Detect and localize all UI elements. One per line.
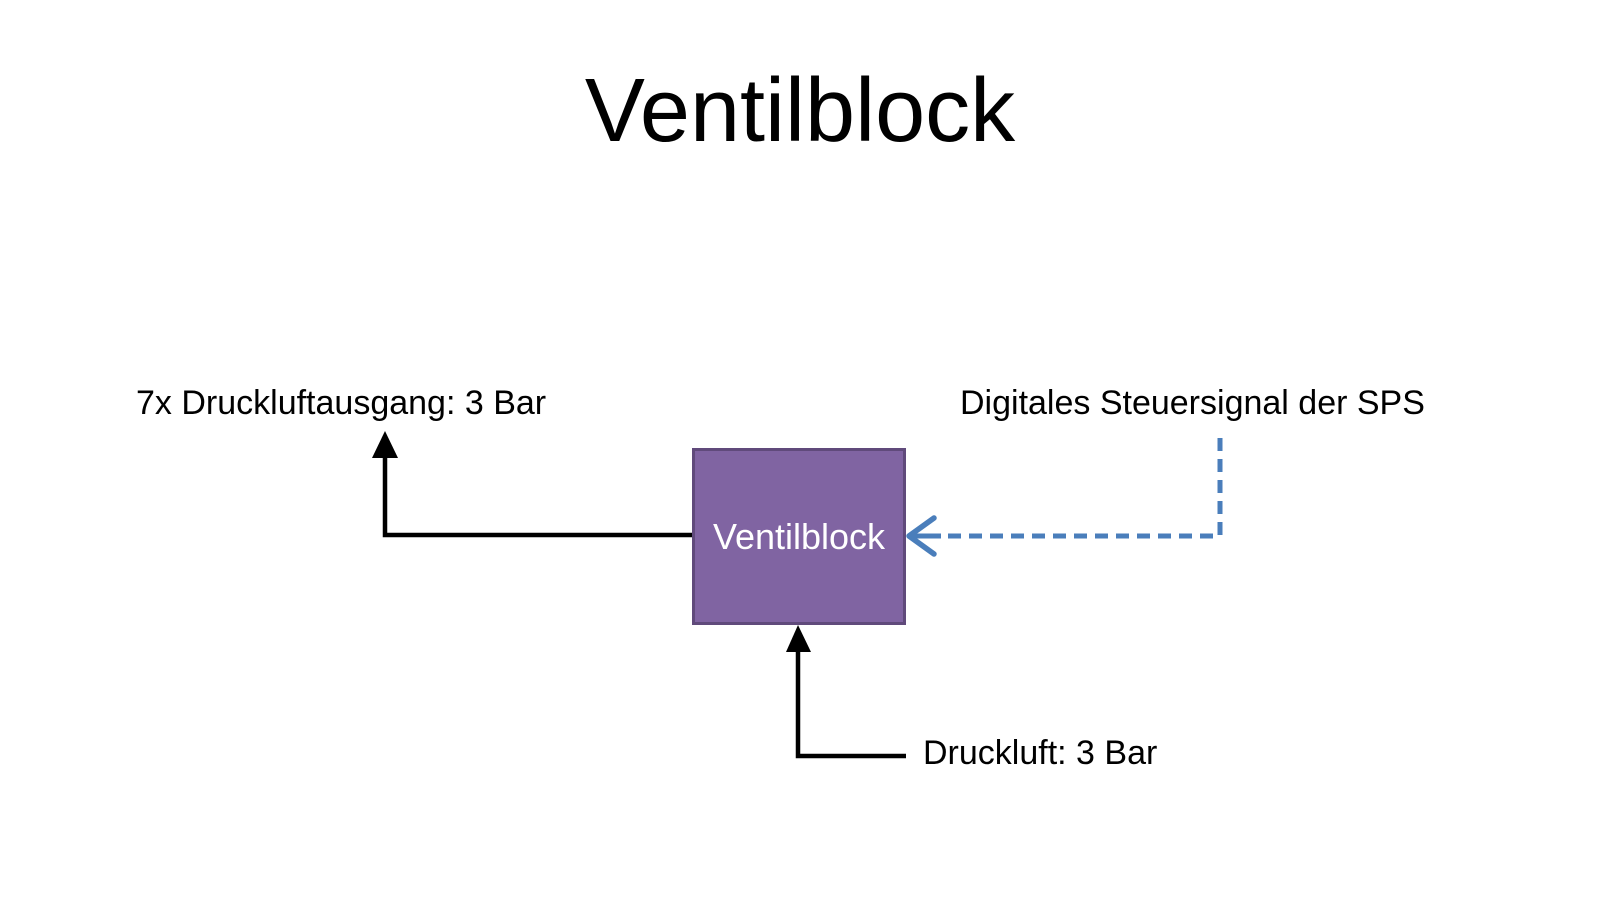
valve-block-label: Ventilblock [712,515,886,557]
valve-block-node: Ventilblock [692,448,906,625]
signal-arrow-dashed-line [941,438,1223,539]
supply-arrowhead-icon [786,625,811,652]
sps-signal-arrow [906,438,1223,557]
supply-arrow-line [795,650,906,759]
supply-arrow [786,625,906,759]
outputs-arrow-line [382,456,692,538]
outputs-label: 7x Druckluftausgang: 3 Bar [136,384,547,422]
supply-label: Druckluft: 3 Bar [923,734,1158,772]
signal-arrowhead-icon [906,515,937,557]
outputs-arrowhead-icon [372,431,398,458]
outputs-arrow [372,431,692,538]
sps-signal-label: Digitales Steuersignal der SPS [960,384,1425,422]
slide-title: Ventilblock [584,61,1016,161]
